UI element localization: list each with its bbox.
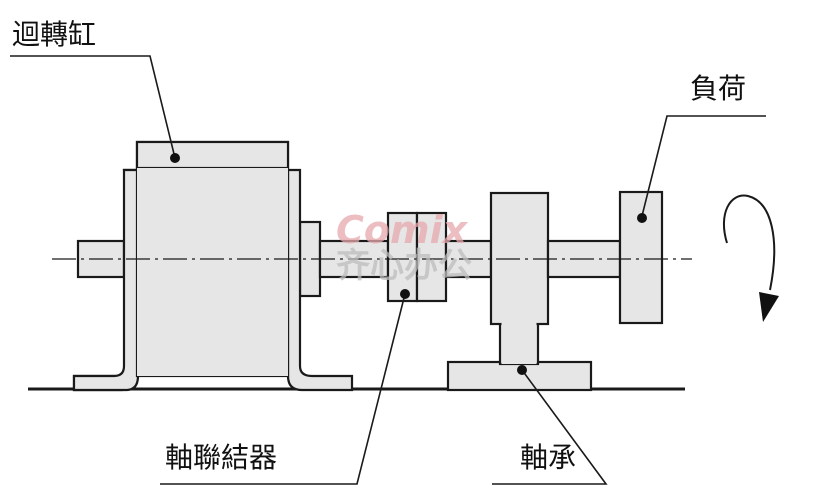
bearing-leader-dot (517, 365, 527, 375)
motor-leader-dot (170, 153, 180, 163)
motor-leader-line (10, 55, 176, 159)
cylinder-top-band (135, 140, 290, 170)
watermark-brand: Comix (336, 208, 469, 252)
watermark: Comix 齐心办公 (336, 208, 472, 286)
bearing-leader-line (492, 369, 608, 485)
load-leader-line (641, 115, 766, 217)
coupling-leader-line (160, 293, 406, 485)
shaft-coupling (386, 211, 448, 303)
bearing-base (446, 360, 593, 392)
bearing-neck-fill (501, 320, 537, 364)
cylinder-left-foot (72, 168, 140, 392)
load-label: 負荷 (690, 72, 746, 105)
rotary-cylinder (72, 140, 354, 392)
motor-label: 迴轉缸 (12, 18, 96, 51)
coupling-right-half (415, 211, 448, 303)
load-leader-dot (637, 213, 647, 223)
coupling-leader-dot (400, 289, 410, 299)
load-block (618, 190, 664, 325)
cylinder-right-foot (286, 168, 354, 392)
rotation-arrow-head (759, 292, 779, 322)
bearing-label: 軸承 (520, 441, 576, 474)
coupling-label: 軸聯結器 (165, 441, 277, 474)
bearing (446, 191, 593, 392)
rotation-arrow (722, 194, 779, 322)
watermark-cn: 齐心办公 (336, 246, 472, 286)
rotation-arrow-curve (722, 194, 776, 291)
cylinder-body-main (137, 168, 288, 376)
